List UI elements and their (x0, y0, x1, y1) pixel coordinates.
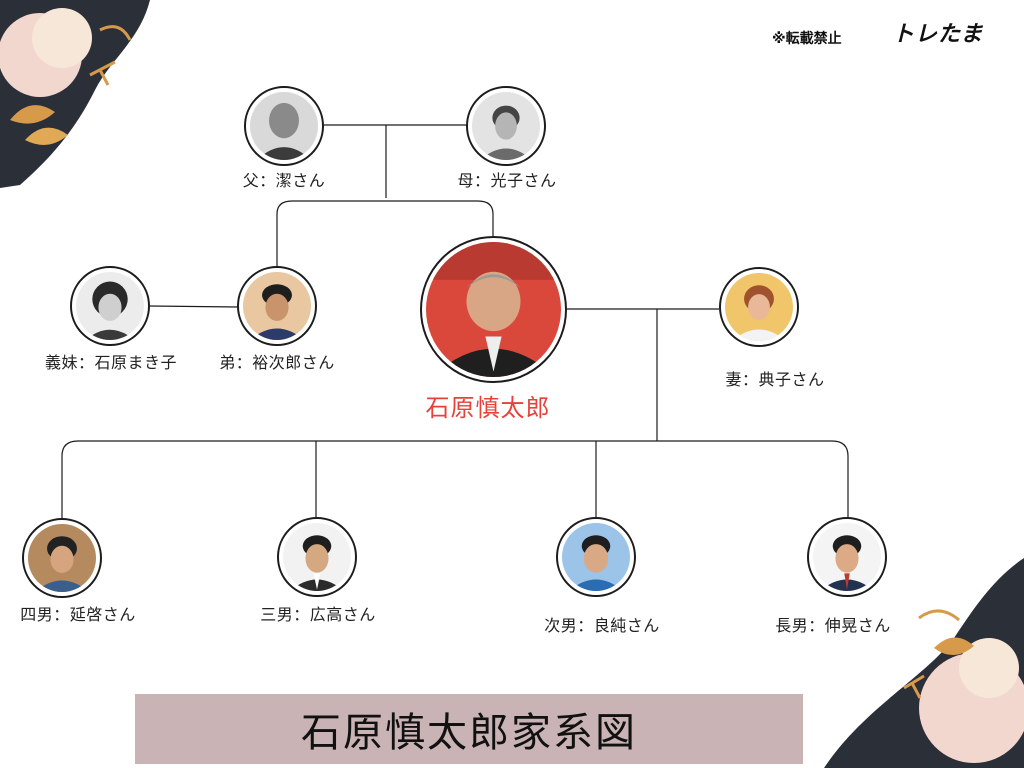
father-label: 父：潔さん (242, 171, 326, 190)
sister-in-law-label: 義妹：石原まき子 (44, 353, 178, 372)
mother-label: 母：光子さん (457, 171, 557, 190)
wife-label: 妻：典子さん (725, 370, 825, 389)
third-son-label: 三男：広高さん (260, 605, 376, 624)
first-son-photo (807, 517, 887, 597)
floral-decoration-top-left (0, 0, 150, 188)
title-banner: 石原慎太郎家系図 (135, 694, 803, 764)
sister-in-law-photo (70, 266, 150, 346)
brother-label: 弟：裕次郎さん (219, 353, 335, 372)
wife-photo (719, 267, 799, 347)
father-photo (244, 86, 324, 166)
third-son-photo (277, 517, 357, 597)
fourth-son-label: 四男：延啓さん (20, 605, 136, 624)
main-person-name: 石原慎太郎 (425, 394, 551, 422)
main-person-photo (420, 236, 567, 383)
mother-photo (466, 86, 546, 166)
fourth-son-photo (22, 518, 102, 598)
brother-photo (237, 266, 317, 346)
no-reprint-notice: ※転載禁止 (772, 31, 842, 47)
page-title: 石原慎太郎家系図 (301, 710, 637, 756)
floral-decoration-bottom-right (824, 558, 1024, 768)
brand-logo: トレたま (892, 22, 984, 47)
second-son-photo (556, 517, 636, 597)
first-son-label: 長男：伸晃さん (775, 616, 891, 635)
second-son-label: 次男：良純さん (544, 616, 660, 635)
